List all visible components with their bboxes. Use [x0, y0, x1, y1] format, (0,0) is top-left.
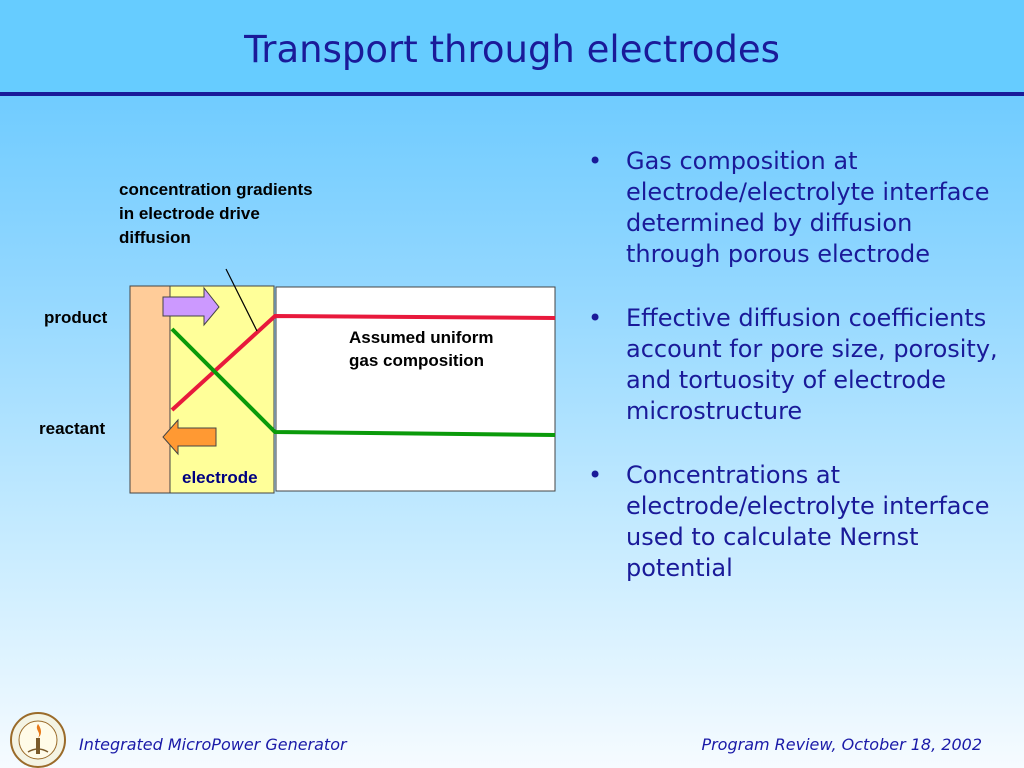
reactant-label: reactant [39, 419, 106, 438]
product-concentration-line [170, 313, 556, 412]
electrode-label: electrode [182, 468, 258, 487]
caltech-seal-logo [10, 712, 66, 768]
annotation-pointer [225, 268, 258, 332]
annotation-line-1: concentration gradients [119, 180, 313, 199]
gas-channel-box [275, 286, 556, 492]
annotation-line-3: diffusion [119, 228, 191, 247]
reactant-concentration-line [170, 327, 556, 437]
footer-left-text: Integrated MicroPower Generator [79, 735, 347, 754]
footer-right-text: Program Review, October 18, 2002 [701, 735, 982, 754]
electrode-layer [169, 285, 275, 494]
electrolyte-layer [129, 285, 171, 494]
bullet-item: Concentrations at electrode/electrolyte … [588, 460, 998, 584]
bullet-item: Effective diffusion coefficients account… [588, 303, 998, 427]
bullet-list: Gas composition at electrode/electrolyte… [588, 146, 998, 617]
assumed-label-line-2: gas composition [349, 351, 485, 370]
reactant-arrow-icon [162, 418, 217, 456]
product-label: product [44, 308, 108, 327]
title-band [0, 0, 1024, 92]
title-rule [0, 92, 1024, 96]
bullet-item: Gas composition at electrode/electrolyte… [588, 146, 998, 270]
assumed-label-line-1: Assumed uniform [349, 328, 494, 347]
slide-title: Transport through electrodes [244, 28, 780, 71]
product-arrow-icon [162, 286, 220, 327]
annotation-line-2: in electrode drive [119, 204, 260, 223]
